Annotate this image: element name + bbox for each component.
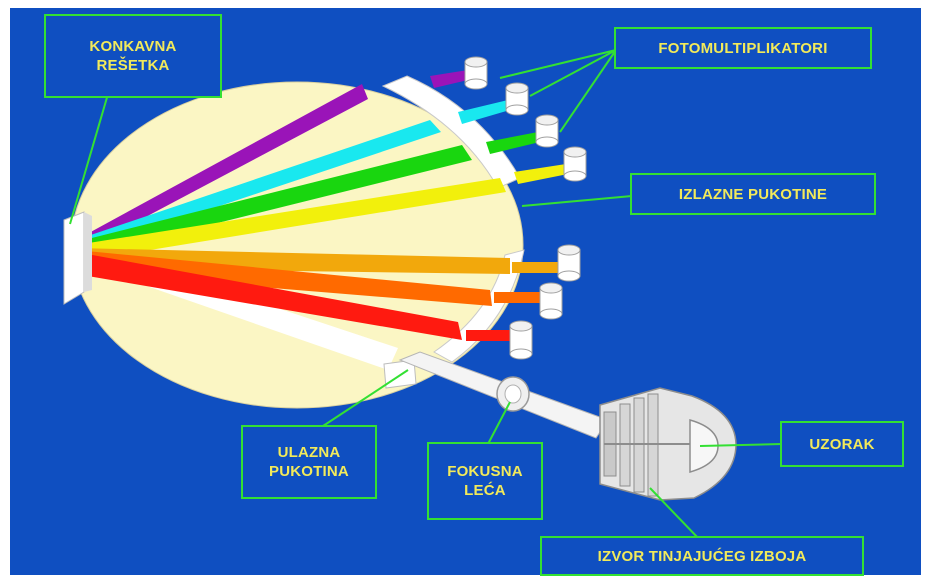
leader-lines <box>69 49 783 541</box>
beam-dark-orange-exit <box>494 292 540 303</box>
beam-green-exit <box>486 132 540 154</box>
photomultiplier-7 <box>509 320 533 360</box>
leader-pmt-1 <box>499 49 617 79</box>
photomultiplier-5 <box>557 244 581 282</box>
beam-cyan-exit <box>458 100 510 124</box>
photomultiplier-2 <box>505 82 529 116</box>
photomultiplier-6 <box>539 282 563 320</box>
beam-orange-exit <box>512 262 558 273</box>
beam-red-exit <box>466 330 512 341</box>
beam-red <box>76 252 462 340</box>
label-concave-grating-line1: KONKAVNA <box>89 38 177 55</box>
beam-yellow-exit <box>514 164 568 184</box>
exit-slit-plate-lower <box>433 249 525 363</box>
photomultiplier-3 <box>535 114 559 148</box>
leader-entrance-slit <box>319 369 409 429</box>
label-focusing-lens-line1: FOKUSNA <box>447 463 523 480</box>
photomultiplier-4 <box>563 146 587 182</box>
lamp-housing-icon <box>599 387 737 501</box>
photomultiplier-1 <box>464 56 488 90</box>
beam-dark-orange <box>76 250 492 306</box>
label-photomultipliers: FOTOMULTIPLIKATORI <box>614 27 872 69</box>
label-focusing-lens-line2: LEĆA <box>464 482 506 499</box>
concave-grating-edge <box>84 212 92 292</box>
beam-violet-exit <box>430 70 468 88</box>
label-exit-slits: IZLAZNE PUKOTINE <box>630 173 876 215</box>
concave-grating <box>63 211 85 305</box>
beam-violet <box>76 84 368 254</box>
leader-source <box>649 487 701 541</box>
leader-sample <box>699 443 783 447</box>
label-entrance-slit-line2: PUKOTINA <box>269 463 349 480</box>
leader-grating <box>69 93 109 225</box>
leader-pmt-3 <box>559 49 617 133</box>
label-concave-grating-line2: REŠETKA <box>96 57 170 74</box>
label-concave-grating: KONKAVNA REŠETKA <box>44 14 222 98</box>
leader-lens <box>487 401 511 445</box>
leader-pmt-2 <box>529 49 617 97</box>
label-focusing-lens: FOKUSNA LEĆA <box>427 442 543 520</box>
label-glow-discharge-source: IZVOR TINJAJUĆEG IZBOJA <box>540 536 864 576</box>
label-entrance-slit: ULAZNA PUKOTINA <box>241 425 377 499</box>
leader-exit-slits <box>521 195 633 207</box>
label-sample: UZORAK <box>780 421 904 467</box>
label-entrance-slit-line1: ULAZNA <box>277 444 341 461</box>
beam-yellow <box>76 178 506 262</box>
